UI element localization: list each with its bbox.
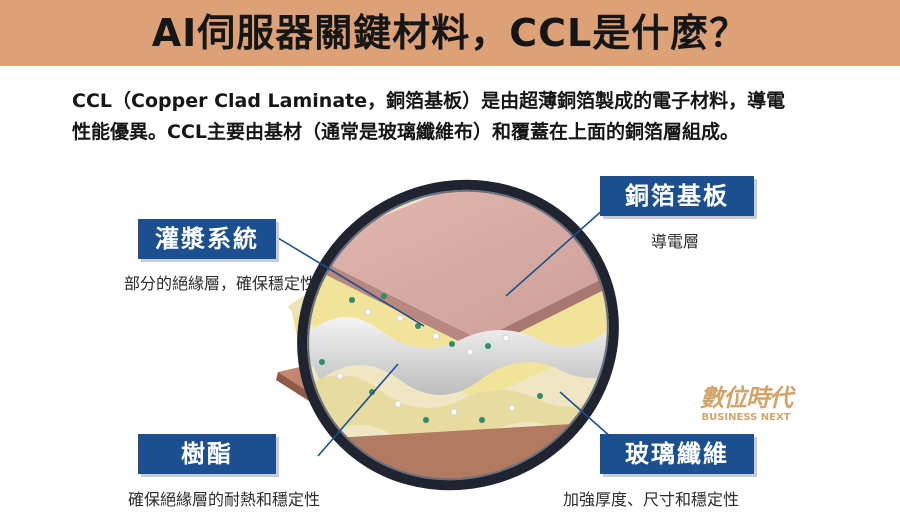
magnifier-inner-ring — [307, 189, 609, 481]
label-glass-fiber: 玻璃纖維 — [600, 434, 754, 474]
page-title: AI伺服器關鍵材料，CCL是什麼？ — [151, 11, 749, 55]
brand-watermark: 數位時代 BUSINESS NEXT — [686, 384, 806, 424]
desc-resin: 確保絕緣層的耐熱和穩定性 — [128, 490, 321, 509]
label-resin: 樹酯 — [138, 434, 276, 474]
desc-glass-fiber: 加強厚度、尺寸和穩定性 — [563, 490, 740, 509]
desc-copper-foil: 導電層 — [651, 232, 700, 251]
label-copper-foil: 銅箔基板 — [600, 176, 754, 216]
label-grout-system: 灌漿系統 — [138, 219, 276, 259]
brand-logo: 數位時代 — [700, 384, 793, 412]
brand-subtitle: BUSINESS NEXT — [701, 412, 791, 423]
intro-paragraph: CCL（Copper Clad Laminate，銅箔基板）是由超薄銅箔製成的電… — [72, 86, 832, 148]
intro-line-1: CCL（Copper Clad Laminate，銅箔基板）是由超薄銅箔製成的電… — [72, 90, 786, 112]
glass-fiber-weave — [300, 317, 640, 395]
header-banner: AI伺服器關鍵材料，CCL是什麼？ — [0, 0, 900, 66]
magnified-layers — [250, 150, 667, 519]
leader-lines — [277, 199, 615, 457]
magnifier-ring — [297, 179, 619, 491]
intro-line-2: 性能優異。CCL主要由基材（通常是玻璃纖維布）和覆蓋在上面的銅箔層組成。 — [72, 121, 739, 143]
resin-particles — [319, 293, 543, 423]
desc-grout-system: 部分的絕緣層，確保穩定性 — [124, 274, 317, 293]
